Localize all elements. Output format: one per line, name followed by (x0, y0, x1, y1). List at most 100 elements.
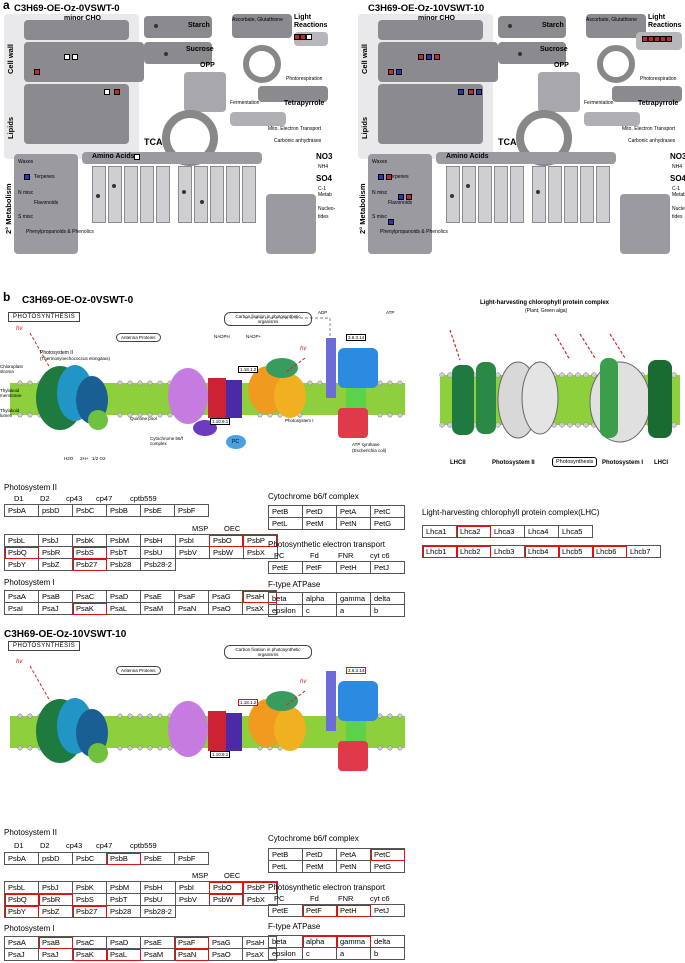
gene-psba[interactable]: PsbA (4, 504, 39, 517)
ec-1-10-9-1[interactable]: 1.10.9.1 (210, 418, 231, 425)
gene-c-b[interactable]: c (302, 947, 337, 960)
gene-psaj[interactable]: PsaJ (38, 602, 73, 615)
gene-psb28-2[interactable]: Psb28-2 (140, 558, 176, 571)
gene-psam[interactable]: PsaM (140, 602, 175, 615)
gene-psbx[interactable]: PsbX (242, 546, 278, 559)
gene-petd-b[interactable]: PetD (302, 848, 337, 861)
gene-lhca3[interactable]: Lhca3 (490, 525, 525, 538)
gene-psbe-b[interactable]: PsbE (140, 852, 175, 865)
gene-psbi-b[interactable]: PsbI (174, 881, 210, 894)
gene-psbm-b[interactable]: PsbM (106, 881, 141, 894)
gene-pete-b[interactable]: PetE (268, 904, 303, 917)
gene-psbs-b[interactable]: PsbS (72, 893, 107, 906)
kegg-map-label-top[interactable]: PHOTOSYNTHESIS (8, 312, 81, 322)
gene-psbc[interactable]: PsbC (72, 504, 107, 517)
gene-psb28-2-b[interactable]: Psb28-2 (140, 905, 176, 918)
gene-psae-b[interactable]: PsaE (140, 936, 175, 949)
gene-psbz[interactable]: PsbZ (38, 558, 73, 571)
gene-psaf-b[interactable]: PsaF (174, 936, 209, 949)
ec-3-6-3-14-b[interactable]: 3.6.3.14 (346, 667, 367, 674)
gene-petf-b[interactable]: PetF (302, 904, 337, 917)
gene-psae[interactable]: PsaE (140, 590, 175, 603)
gene-psbw-b[interactable]: PsbW (208, 893, 244, 906)
gene-psao[interactable]: PsaO (208, 602, 243, 615)
gene-b-b[interactable]: b (370, 947, 405, 960)
gene-beta-b[interactable]: beta (268, 935, 303, 948)
gene-psbx-b[interactable]: PsbX (242, 893, 278, 906)
gene-petd[interactable]: PetD (302, 505, 337, 518)
gene-psbj[interactable]: PsbJ (38, 534, 73, 547)
gene-c[interactable]: c (302, 604, 337, 617)
gene-lhca4[interactable]: Lhca4 (524, 525, 559, 538)
gene-psaf[interactable]: PsaF (174, 590, 209, 603)
gene-psak-b[interactable]: PsaK (72, 948, 107, 961)
gene-psaa[interactable]: PsaA (4, 590, 39, 603)
gene-psbd[interactable]: psbD (38, 504, 73, 517)
gene-psba-b[interactable]: PsbA (4, 852, 39, 865)
gene-psan-b[interactable]: PsaN (174, 948, 209, 961)
gene-psbr[interactable]: PsbR (38, 546, 73, 559)
gene-psak[interactable]: PsaK (72, 602, 107, 615)
gene-psb28[interactable]: Psb28 (106, 558, 141, 571)
gene-alpha-b[interactable]: alpha (302, 935, 337, 948)
gene-lhca1[interactable]: Lhca1 (422, 525, 457, 538)
gene-psbb[interactable]: PsbB (106, 504, 141, 517)
gene-psbw[interactable]: PsbW (208, 546, 244, 559)
gene-petc[interactable]: PetC (370, 505, 405, 518)
gene-pete[interactable]: PetE (268, 561, 303, 574)
ec-1-18-1-2-b[interactable]: 1.18.1.2 (238, 699, 259, 706)
gene-psai-b[interactable]: PsaJ (4, 948, 39, 961)
gene-petl-b[interactable]: PetL (268, 860, 303, 873)
lhc-photosynthesis-box[interactable]: Photosynthesis (552, 457, 598, 467)
gene-petm-b[interactable]: PetM (302, 860, 337, 873)
gene-psbv-b[interactable]: PsbV (174, 893, 210, 906)
gene-petn-b[interactable]: PetN (336, 860, 371, 873)
gene-psbu[interactable]: PsbU (140, 546, 176, 559)
gene-petj-b[interactable]: PetJ (370, 904, 405, 917)
gene-peth[interactable]: PetH (336, 561, 371, 574)
gene-psag-b[interactable]: PsaG (208, 936, 243, 949)
gene-psbc-b[interactable]: PsbC (72, 852, 107, 865)
gene-psad[interactable]: PsaD (106, 590, 141, 603)
gene-psbt-b[interactable]: PsbT (106, 893, 141, 906)
gene-psan[interactable]: PsaN (174, 602, 209, 615)
gene-psab[interactable]: PsaB (38, 590, 73, 603)
gene-psao-b[interactable]: PsaO (208, 948, 243, 961)
gene-psb28-b[interactable]: Psb28 (106, 905, 141, 918)
gene-psbo[interactable]: PsbO (208, 534, 244, 547)
gene-psbz-b[interactable]: PsbZ (38, 905, 73, 918)
gene-lhcb6[interactable]: Lhcb6 (592, 545, 627, 558)
gene-delta[interactable]: delta (370, 592, 405, 605)
gene-psbq-b[interactable]: PsbQ (4, 893, 39, 906)
gene-psbe[interactable]: PsbE (140, 504, 175, 517)
gene-gamma-b[interactable]: gamma (336, 935, 371, 948)
gene-petn[interactable]: PetN (336, 517, 371, 530)
gene-psbl[interactable]: PsbL (4, 534, 39, 547)
gene-petl[interactable]: PetL (268, 517, 303, 530)
gene-lhcb1[interactable]: Lhcb1 (422, 545, 457, 558)
gene-psbk-b[interactable]: PsbK (72, 881, 107, 894)
carbon-fixation-box-b[interactable]: Carbon fixation in photosynthetic organi… (224, 645, 312, 659)
gene-a-b[interactable]: a (336, 947, 371, 960)
gene-psbh[interactable]: PsbH (140, 534, 176, 547)
gene-psal[interactable]: PsaL (106, 602, 141, 615)
gene-psb27[interactable]: Psb27 (72, 558, 107, 571)
gene-peta-b[interactable]: PetA (336, 848, 371, 861)
gene-petb[interactable]: PetB (268, 505, 303, 518)
gene-lhca5[interactable]: Lhca5 (558, 525, 593, 538)
gene-psbk[interactable]: PsbK (72, 534, 107, 547)
gene-petg-b[interactable]: PetG (370, 860, 405, 873)
gene-psbj-b[interactable]: PsbJ (38, 881, 73, 894)
gene-psag[interactable]: PsaG (208, 590, 243, 603)
gene-delta-b[interactable]: delta (370, 935, 405, 948)
gene-psbt[interactable]: PsbT (106, 546, 141, 559)
gene-psby-b[interactable]: PsbY (4, 905, 39, 918)
gene-psad-b[interactable]: PsaD (106, 936, 141, 949)
gene-psbi[interactable]: PsbI (174, 534, 210, 547)
gene-psbs[interactable]: PsbS (72, 546, 107, 559)
gene-psal-b[interactable]: PsaL (106, 948, 141, 961)
gene-psbv[interactable]: PsbV (174, 546, 210, 559)
antenna-proteins-box[interactable]: Antenna Proteins (116, 333, 161, 342)
gene-lhcb5[interactable]: Lhcb5 (558, 545, 593, 558)
gene-lhcb3[interactable]: Lhcb3 (490, 545, 525, 558)
